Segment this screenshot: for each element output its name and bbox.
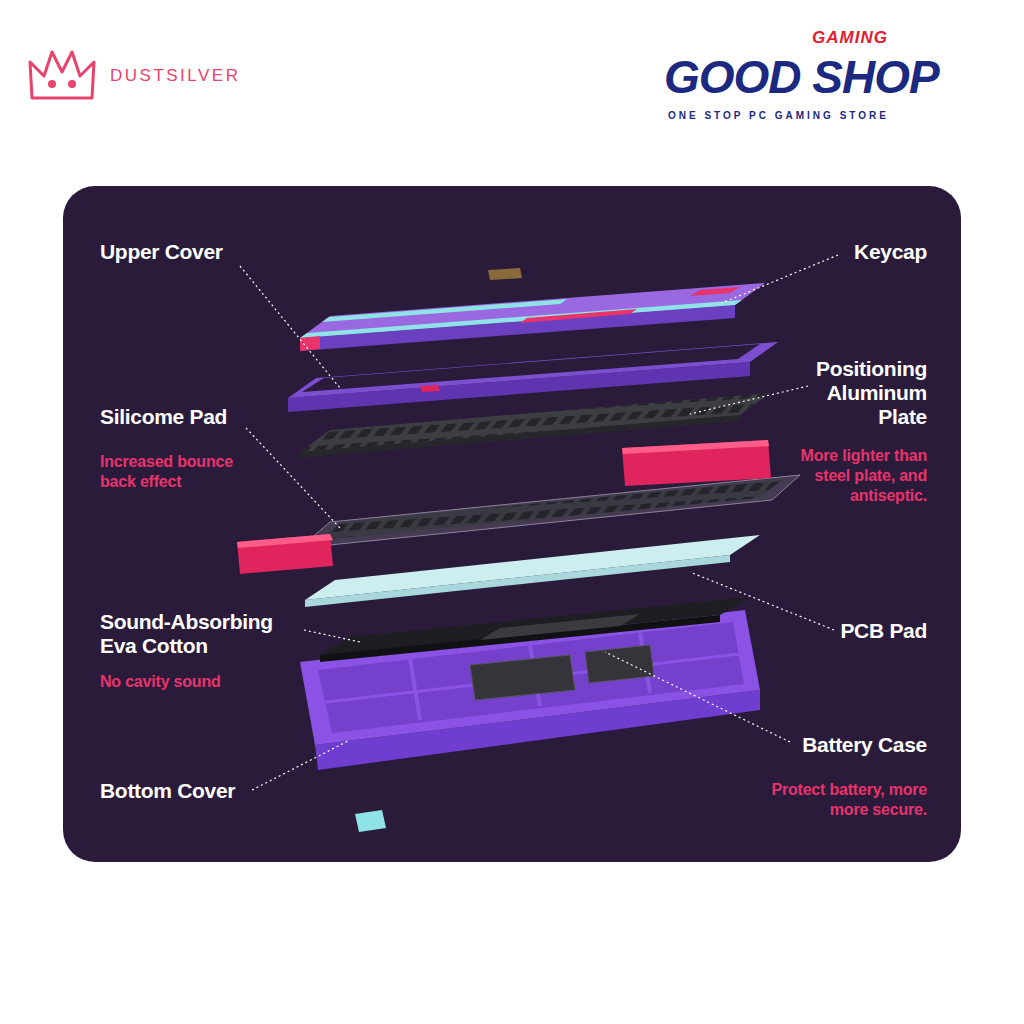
upper-cover xyxy=(288,342,778,398)
crown-logo xyxy=(30,52,94,98)
eva-cutout xyxy=(480,614,640,640)
pink-keycap xyxy=(520,309,637,323)
part-name: Upper Cover xyxy=(100,240,300,264)
leader-line xyxy=(690,572,834,630)
part-name: Sound-Absorbing Eva Cotton xyxy=(100,610,300,658)
leader-line xyxy=(605,652,790,742)
rib xyxy=(410,658,420,720)
feature-note: No cavity sound xyxy=(100,672,300,692)
logo-eye xyxy=(48,80,56,88)
leader-line xyxy=(722,255,838,303)
pink-side-bar-top xyxy=(622,440,769,454)
part-name: Keycap xyxy=(727,240,927,264)
leader-line xyxy=(252,740,350,790)
leader-line xyxy=(304,630,360,642)
eva-cotton xyxy=(320,597,750,655)
pcb-pad xyxy=(305,535,760,600)
logo-tagline: ONE STOP PC GAMING STORE xyxy=(668,110,889,121)
floating-keycap xyxy=(488,268,522,280)
logo-text: GAMING xyxy=(812,28,888,48)
silicone-pad-holes xyxy=(318,480,782,540)
dark-panel xyxy=(63,186,961,862)
pink-keycap xyxy=(690,287,740,296)
part-name: PCB Pad xyxy=(727,619,927,643)
eva-cotton-side xyxy=(320,615,720,662)
silicone-pad xyxy=(318,480,782,540)
cover-button xyxy=(420,385,440,392)
leader-line xyxy=(246,428,340,528)
bottom-cover xyxy=(300,610,760,745)
pink-side-bar xyxy=(622,440,771,486)
battery-case xyxy=(470,655,575,700)
feature-note: More lighter than steel plate, and antis… xyxy=(787,446,927,506)
part-name: Positioning Aluminum Plate xyxy=(787,357,927,429)
logo-eye xyxy=(68,80,76,88)
loose-keycap xyxy=(355,810,386,832)
leader-line xyxy=(240,266,340,388)
keycap-row xyxy=(300,300,742,338)
feature-note: Protect battery, more more secure. xyxy=(762,780,927,820)
brand-logo: DUSTSILVER xyxy=(110,66,241,86)
shop-logo: GOOD SHOP xyxy=(664,52,939,102)
translucent-frame xyxy=(300,475,800,548)
part-name: Battery Case xyxy=(727,733,927,757)
part-name: Bottom Cover xyxy=(100,779,300,803)
feature-note: Increased bounce back effect xyxy=(100,452,260,492)
battery-case xyxy=(585,645,654,683)
part-name: Silicome Pad xyxy=(100,405,300,429)
upper-cover-opening xyxy=(302,344,760,392)
pink-keycap xyxy=(300,336,320,351)
pink-side-bar-top xyxy=(237,534,333,548)
rib xyxy=(326,654,740,702)
keycaps xyxy=(300,283,765,338)
leader-line xyxy=(690,386,808,414)
pink-side-bar xyxy=(237,534,333,574)
leader-lines xyxy=(240,255,838,790)
